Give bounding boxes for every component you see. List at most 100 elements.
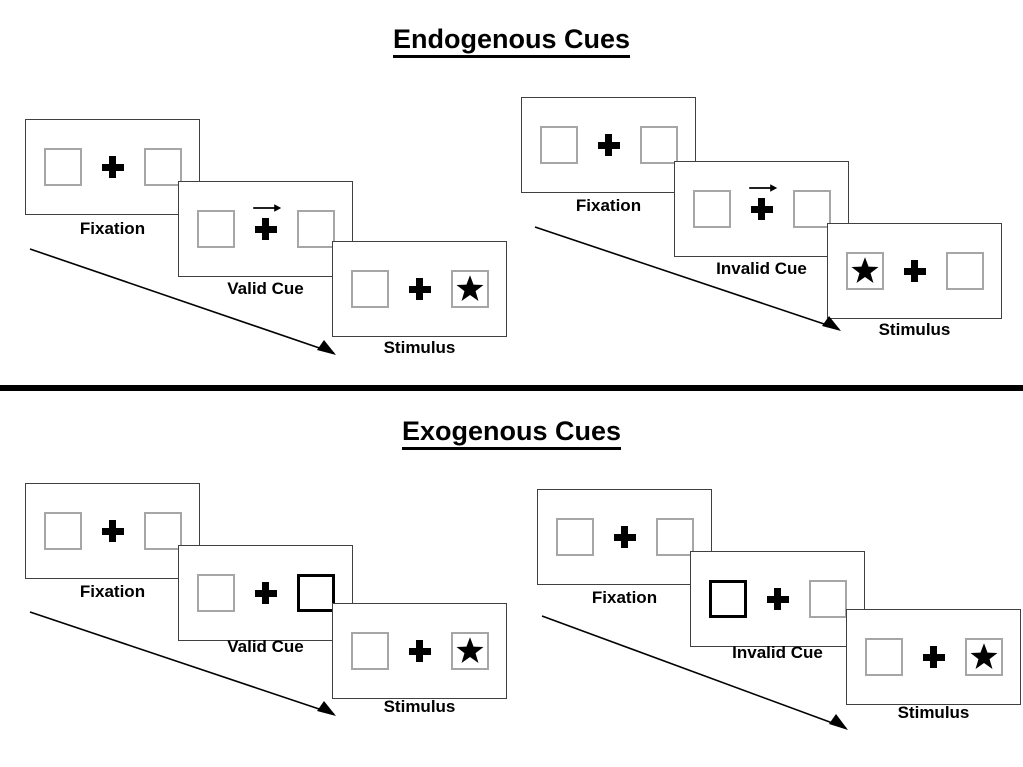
panel-label: Fixation [575, 196, 642, 215]
fixation-cross-icon [922, 646, 945, 668]
panel-label: Invalid Cue [716, 259, 807, 278]
panel-content [26, 484, 199, 578]
panel-label: Fixation [79, 582, 146, 601]
section-endogenous: Endogenous Cues Fixat [0, 0, 1023, 388]
left-box [864, 638, 903, 676]
right-box [450, 270, 489, 308]
sequence-endogenous-valid: Fixation Valid Cue [0, 0, 520, 388]
panel-fixation[interactable] [25, 119, 200, 215]
star-icon [456, 275, 483, 301]
panel-stimulus[interactable] [827, 223, 1002, 319]
panel-content [538, 490, 711, 584]
fixation-cross-wrap [612, 514, 638, 560]
fixation-cross-wrap [921, 634, 947, 680]
left-box [43, 512, 82, 550]
fixation-cross-wrap [407, 628, 433, 674]
panel-label: Stimulus [878, 320, 951, 339]
right-box [808, 580, 847, 618]
panel-label: Stimulus [897, 703, 970, 722]
fixation-cross-icon [903, 260, 926, 282]
fixation-cross-icon [101, 520, 124, 542]
star-icon [970, 643, 997, 669]
fixation-cross-icon [408, 278, 431, 300]
right-box [143, 148, 182, 186]
cue-arrow-icon [252, 204, 281, 212]
section-exogenous: Exogenous Cues Fixati [0, 394, 1023, 767]
fixation-cross-icon [766, 588, 789, 610]
panel-content [179, 182, 352, 276]
left-box [43, 148, 82, 186]
fixation-cross-wrap [765, 576, 791, 622]
panel-cue[interactable] [674, 161, 849, 257]
panel-cue[interactable] [690, 551, 865, 647]
panel-content [847, 610, 1020, 704]
fixation-cross-wrap [100, 144, 126, 190]
right-box [296, 210, 335, 248]
panel-content [26, 120, 199, 214]
left-box [196, 210, 235, 248]
panel-stimulus[interactable] [846, 609, 1021, 705]
section-title-exogenous: Exogenous Cues [0, 416, 1023, 450]
fixation-cross-wrap [596, 122, 622, 168]
fixation-cross-wrap [407, 266, 433, 312]
section-title-exogenous-text: Exogenous Cues [401, 416, 622, 450]
right-box [143, 512, 182, 550]
star-icon [456, 637, 483, 663]
section-title-endogenous: Endogenous Cues [0, 24, 1023, 58]
panel-stimulus[interactable] [332, 603, 507, 699]
panel-content [333, 242, 506, 336]
sequence-endogenous-invalid: Fixation Invalid Cue [511, 0, 1023, 388]
panel-content [179, 546, 352, 640]
panel-fixation[interactable] [537, 489, 712, 585]
panel-label: Stimulus [383, 338, 456, 357]
panel-label: Invalid Cue [732, 643, 823, 662]
fixation-cross-wrap [252, 204, 281, 252]
panel-content [333, 604, 506, 698]
sequence-exogenous-invalid: Fixation Invalid Cue [511, 394, 1023, 767]
left-box [845, 252, 884, 290]
fixation-cross-icon [101, 156, 124, 178]
left-box [692, 190, 731, 228]
fixation-cross-icon [408, 640, 431, 662]
sequence-exogenous-valid: Fixation Valid Cue [0, 394, 520, 767]
fixation-cross-icon [613, 526, 636, 548]
left-box [539, 126, 578, 164]
section-title-endogenous-text: Endogenous Cues [392, 24, 630, 58]
panel-cue[interactable] [178, 545, 353, 641]
fixation-cross-icon [254, 218, 277, 240]
right-box [639, 126, 678, 164]
fixation-cross-wrap [748, 184, 777, 232]
panel-content [828, 224, 1001, 318]
panel-stimulus[interactable] [332, 241, 507, 337]
fixation-cross-icon [597, 134, 620, 156]
section-divider [0, 385, 1023, 391]
fixation-cross-wrap [902, 248, 928, 294]
right-box [450, 632, 489, 670]
panel-label: Stimulus [383, 697, 456, 716]
panel-content [691, 552, 864, 646]
panel-label: Fixation [591, 588, 658, 607]
fixation-cross-wrap [100, 508, 126, 554]
cue-arrow-icon [748, 184, 777, 192]
panel-content [675, 162, 848, 256]
right-box [792, 190, 831, 228]
panel-label: Fixation [79, 219, 146, 238]
right-box [655, 518, 694, 556]
panel-fixation[interactable] [25, 483, 200, 579]
panel-content [522, 98, 695, 192]
star-icon [851, 257, 878, 283]
panel-label: Valid Cue [227, 279, 304, 298]
fixation-cross-icon [254, 582, 277, 604]
right-box [945, 252, 984, 290]
left-box-cued [708, 580, 747, 618]
left-box [350, 632, 389, 670]
right-box-cued [296, 574, 335, 612]
panel-label: Valid Cue [227, 637, 304, 656]
left-box [555, 518, 594, 556]
fixation-cross-icon [750, 198, 773, 220]
left-box [350, 270, 389, 308]
right-box [964, 638, 1003, 676]
panel-cue[interactable] [178, 181, 353, 277]
fixation-cross-wrap [253, 570, 279, 616]
panel-fixation[interactable] [521, 97, 696, 193]
